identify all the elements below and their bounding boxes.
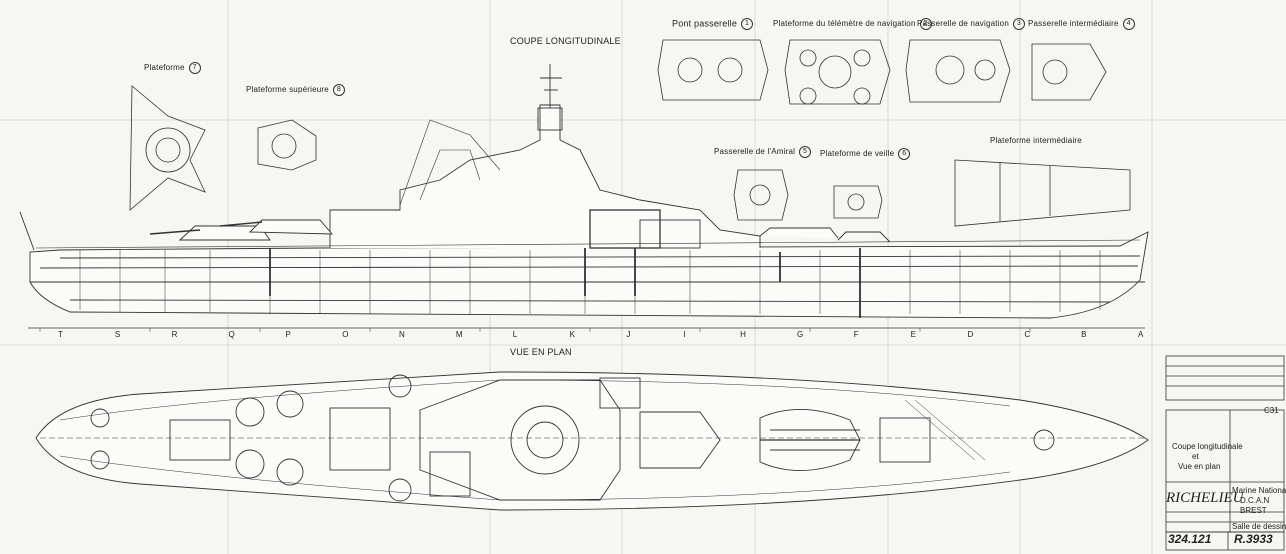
- frame-letter: A: [1138, 330, 1144, 339]
- frame-letter: N: [399, 330, 406, 339]
- platform-7-name: Plateforme: [144, 63, 185, 73]
- frame-letter: C: [1024, 330, 1031, 339]
- section-title-coupe: COUPE LONGITUDINALE: [510, 36, 621, 46]
- frame-letter: D: [967, 330, 974, 339]
- description-line-2: et: [1192, 452, 1199, 461]
- platform-4-name: Passerelle intermédiaire: [1028, 19, 1119, 29]
- frame-letter: P: [285, 330, 291, 339]
- title-block-frame: [1165, 355, 1285, 551]
- description-line-3: Vue en plan: [1178, 462, 1221, 471]
- platform-2-name: Plateforme du télémètre de navigation: [773, 19, 916, 29]
- platform-6-number: 6: [898, 148, 911, 160]
- frame-letter: J: [626, 330, 631, 339]
- frame-letter: R: [171, 330, 178, 339]
- org-line-3: BREST: [1240, 506, 1267, 515]
- longitudinal-section: [19, 64, 1149, 332]
- platform-6-name: Plateforme de veille: [820, 149, 895, 159]
- platform-5-number: 5: [799, 146, 812, 158]
- org-line-2: D.C.A.N: [1240, 496, 1270, 505]
- frame-letter: E: [910, 330, 917, 339]
- platform-3-number: 3: [1012, 18, 1025, 30]
- frame-letter: H: [740, 330, 747, 339]
- frame-letter: T: [58, 330, 64, 339]
- frame-letter: S: [114, 330, 121, 339]
- platform-8-number: 8: [332, 84, 345, 96]
- platform-8-name: Plateforme supérieure: [246, 85, 329, 95]
- description-line-1: Coupe longitudinale: [1172, 442, 1243, 451]
- platform-2-number: 2: [919, 18, 932, 30]
- title-block: C31 Coupe longitudinale et Vue en plan R…: [1152, 350, 1286, 554]
- frame-letter: I: [683, 330, 686, 339]
- frame-letter: L: [512, 330, 518, 339]
- platform-3-name: Passerelle de navigation: [917, 19, 1009, 29]
- frame-letter: M: [455, 330, 463, 339]
- frame-letter: F: [853, 330, 859, 339]
- sheet-mark: C31: [1264, 406, 1279, 415]
- frame-letter: K: [569, 330, 576, 339]
- platform-1-name: Pont passerelle: [672, 18, 738, 29]
- drawing-reference: R.3933: [1234, 532, 1273, 546]
- platform-drawings: [129, 39, 1131, 227]
- office-label: Salle de dessin P.: [1232, 522, 1286, 531]
- frame-letter: O: [342, 330, 349, 339]
- platform-5-name: Passerelle de l'Amiral: [714, 147, 796, 157]
- section-title-plan: VUE EN PLAN: [510, 347, 572, 357]
- ship-name: RICHELIEU: [1166, 490, 1244, 506]
- platform-7-number: 7: [188, 62, 201, 74]
- org-line-1: Marine Nationale: [1232, 486, 1286, 495]
- drawing-number: 324.121: [1168, 532, 1212, 546]
- frame-letter: G: [796, 330, 804, 339]
- platform-4-number: 4: [1122, 18, 1135, 30]
- frame-letter: Q: [228, 330, 235, 339]
- plan-view: [35, 371, 1149, 511]
- frame-letter: B: [1081, 330, 1087, 339]
- platform-label-intermediaire: Plateforme intermédiaire: [990, 136, 1082, 145]
- platform-1-number: 1: [741, 18, 754, 30]
